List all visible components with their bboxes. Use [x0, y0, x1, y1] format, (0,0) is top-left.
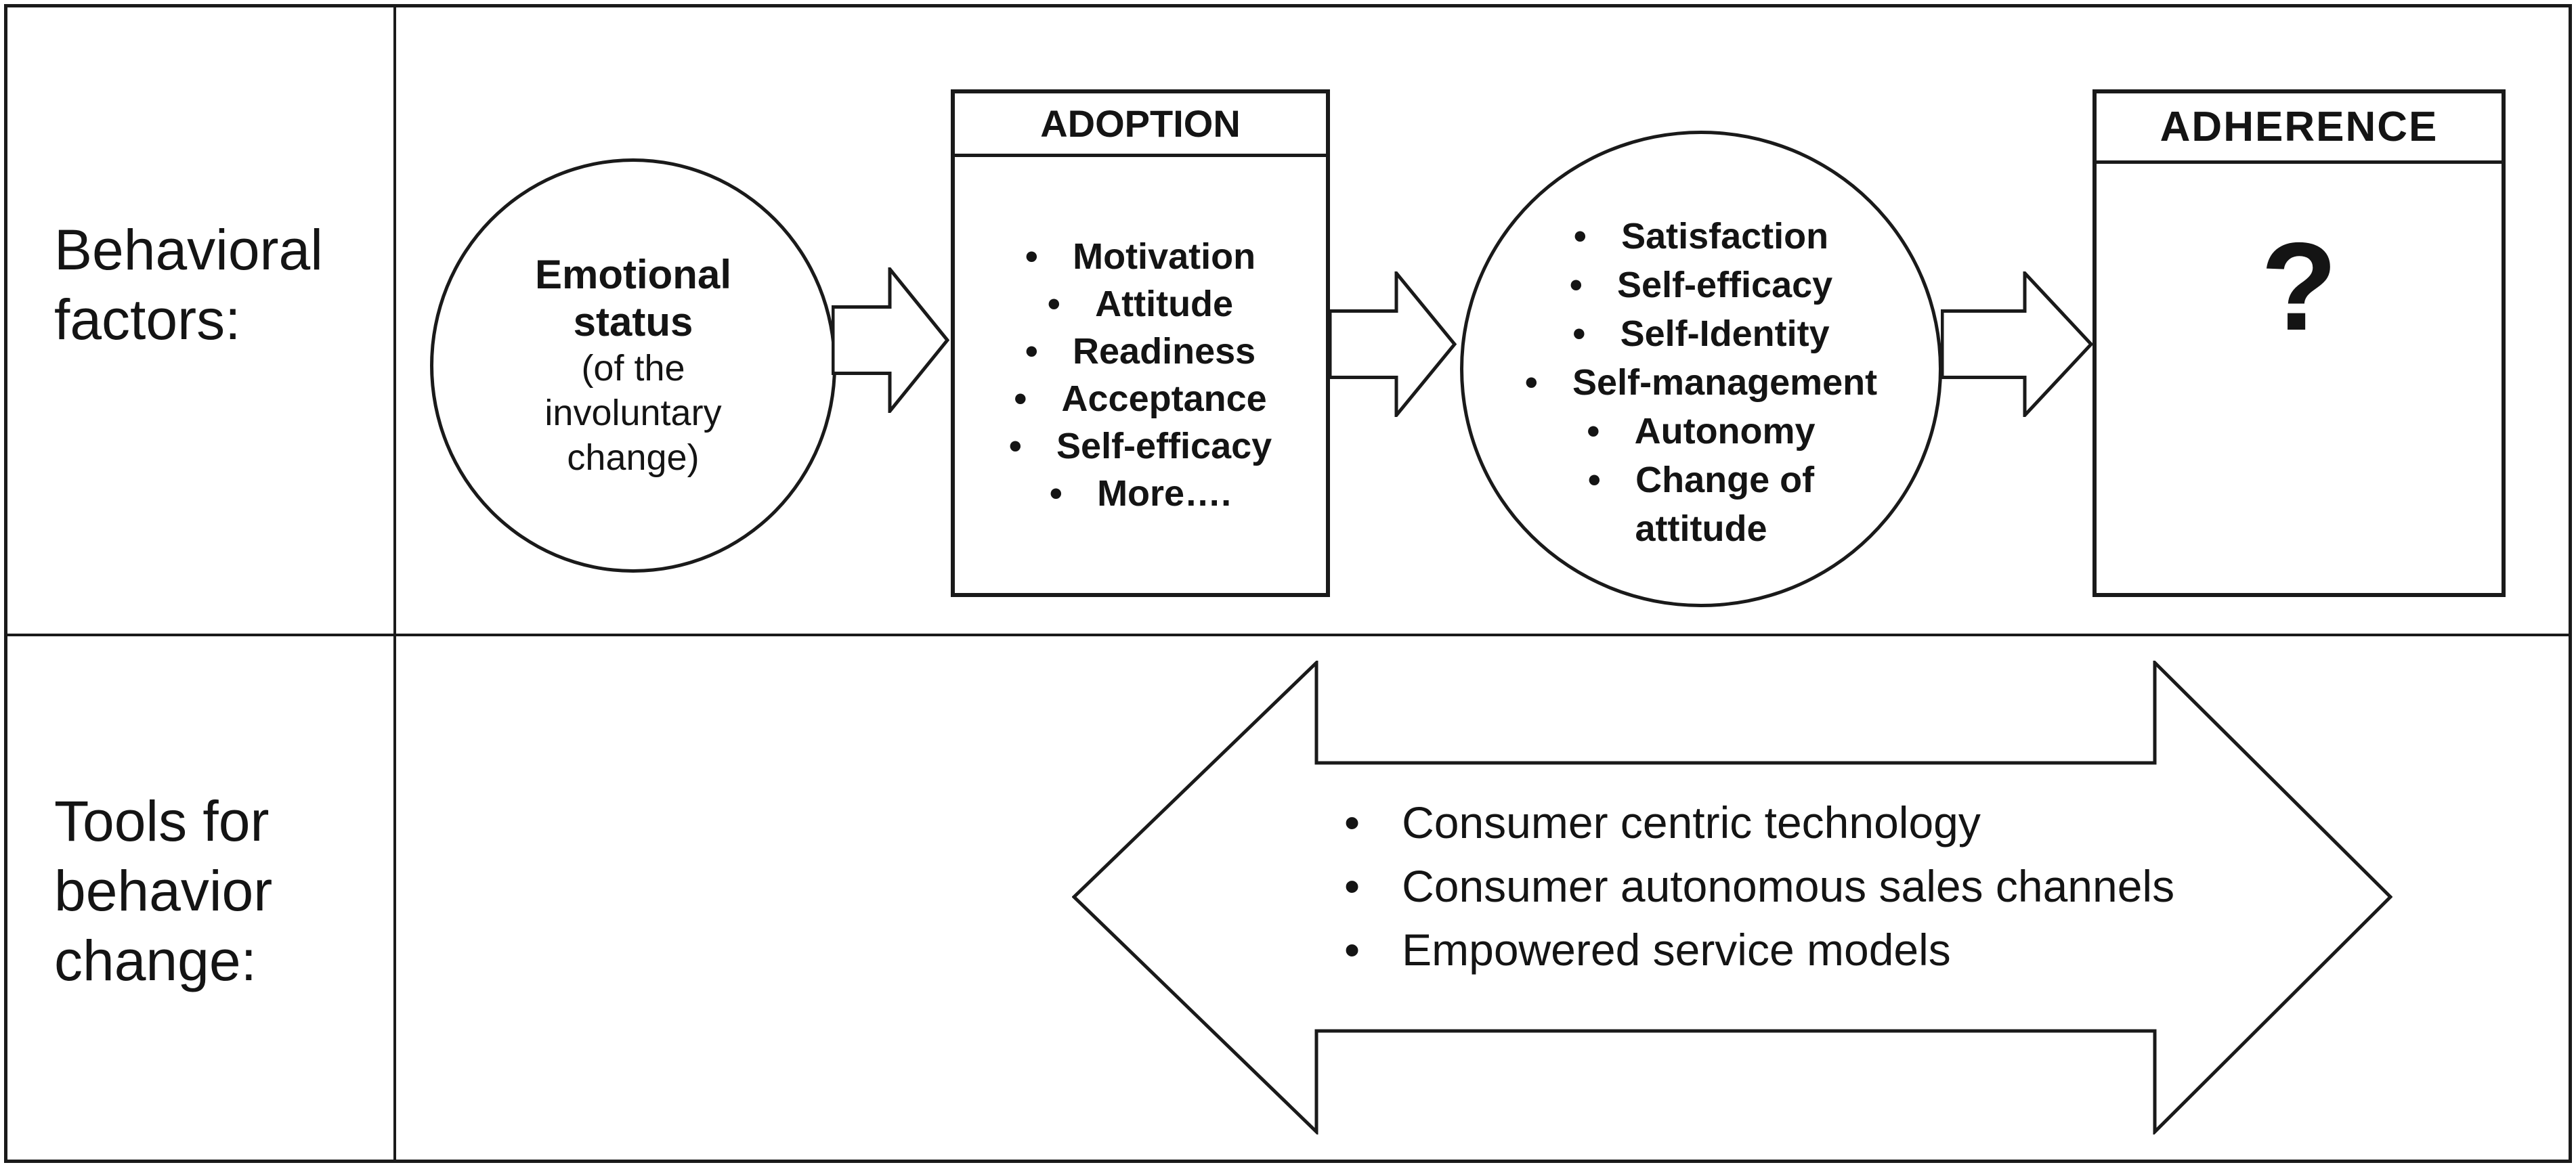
outcome-list-item: • Self-Identity	[1572, 309, 1829, 358]
bullet-icon: •	[1047, 284, 1060, 324]
bullet-icon: •	[1344, 861, 1360, 911]
emotional-status-subtitle: (of the involuntary change)	[544, 348, 722, 478]
adoption-list-item: • Acceptance	[1014, 375, 1266, 422]
adoption-item-text: Readiness	[1073, 331, 1256, 372]
adoption-item-text: Attitude	[1095, 284, 1234, 324]
adoption-list-item: • Motivation	[1025, 233, 1255, 280]
bullet-icon: •	[1587, 411, 1600, 452]
adoption-header: ADOPTION	[955, 93, 1326, 157]
bullet-icon: •	[1587, 460, 1601, 500]
outcome-list-item: attitude	[1635, 504, 1767, 553]
tools-list: • Consumer centric technology • Consumer…	[1344, 791, 2174, 982]
outcome-list-item: • Self-management	[1525, 358, 1877, 407]
bullet-icon: •	[1049, 473, 1062, 514]
tools-for-behavior-change-label: Tools for behavior change:	[54, 789, 273, 992]
outcome-factors-ellipse: • Satisfaction • Self-efficacy • Self-Id…	[1460, 131, 1942, 607]
tools-list-item: • Empowered service models	[1344, 918, 2174, 982]
question-mark: ?	[2260, 217, 2338, 357]
outcome-item-text: Autonomy	[1634, 411, 1816, 452]
adherence-box: ADHERENCE ?	[2092, 89, 2506, 597]
column-divider-line	[393, 4, 396, 1163]
tools-list-item: • Consumer centric technology	[1344, 791, 2174, 854]
bullet-icon: •	[1524, 362, 1538, 403]
outcome-list-item: • Autonomy	[1587, 407, 1815, 456]
tools-item-text: Consumer centric technology	[1402, 797, 1981, 847]
adoption-box: ADOPTION • Motivation • Attitude • Readi…	[951, 89, 1330, 597]
emotional-status-title: Emotional status	[534, 252, 731, 345]
outcome-item-text: Satisfaction	[1621, 216, 1829, 257]
bullet-icon: •	[1569, 265, 1583, 305]
bullet-icon: •	[1572, 313, 1586, 354]
adoption-list-item: • Self-efficacy	[1009, 422, 1272, 470]
adoption-list-item: • More….	[1050, 470, 1231, 517]
bullet-icon: •	[1008, 426, 1022, 466]
adoption-list-item: • Attitude	[1048, 280, 1233, 328]
tools-item-text: Empowered service models	[1402, 925, 1951, 975]
outcome-list-item: • Self-efficacy	[1570, 261, 1832, 309]
adoption-list-item: • Readiness	[1025, 328, 1255, 375]
adoption-item-text: Motivation	[1073, 236, 1256, 277]
outcome-list-item: • Satisfaction	[1574, 212, 1828, 261]
bullet-icon: •	[1344, 925, 1360, 975]
flow-arrow-2-icon	[1329, 271, 1457, 417]
row-divider-line	[4, 634, 2572, 636]
tools-list-item: • Consumer autonomous sales channels	[1344, 854, 2174, 918]
tools-item-text: Consumer autonomous sales channels	[1402, 861, 2175, 911]
outcome-item-text: Self-management	[1572, 362, 1878, 403]
flow-arrow-1-icon	[832, 267, 950, 413]
adoption-list: • Motivation • Attitude • Readiness • Ac…	[955, 157, 1326, 593]
behavioral-factors-label: Behavioral factors:	[54, 218, 323, 351]
emotional-status-ellipse: Emotional status (of the involuntary cha…	[430, 158, 836, 573]
double-arrow-icon	[1072, 661, 2392, 1135]
bullet-icon: •	[1025, 236, 1038, 277]
outcome-item-text: Change of	[1635, 460, 1815, 500]
adoption-item-text: More….	[1097, 473, 1232, 514]
outcome-list-item: • Change of	[1588, 456, 1814, 504]
bullet-icon: •	[1025, 331, 1038, 372]
adherence-body: ?	[2097, 164, 2502, 593]
adoption-item-text: Self-efficacy	[1056, 426, 1272, 466]
bullet-icon: •	[1344, 797, 1360, 847]
bullet-icon: •	[1573, 216, 1587, 257]
outer-border	[4, 4, 2572, 1163]
outcome-item-text: Self-efficacy	[1617, 265, 1833, 305]
outcome-item-text: Self-Identity	[1620, 313, 1830, 354]
adherence-header: ADHERENCE	[2097, 93, 2502, 164]
flow-arrow-3-icon	[1941, 271, 2094, 417]
outcome-item-text: attitude	[1635, 508, 1767, 549]
bullet-icon: •	[1014, 378, 1027, 419]
adoption-item-text: Acceptance	[1061, 378, 1267, 419]
